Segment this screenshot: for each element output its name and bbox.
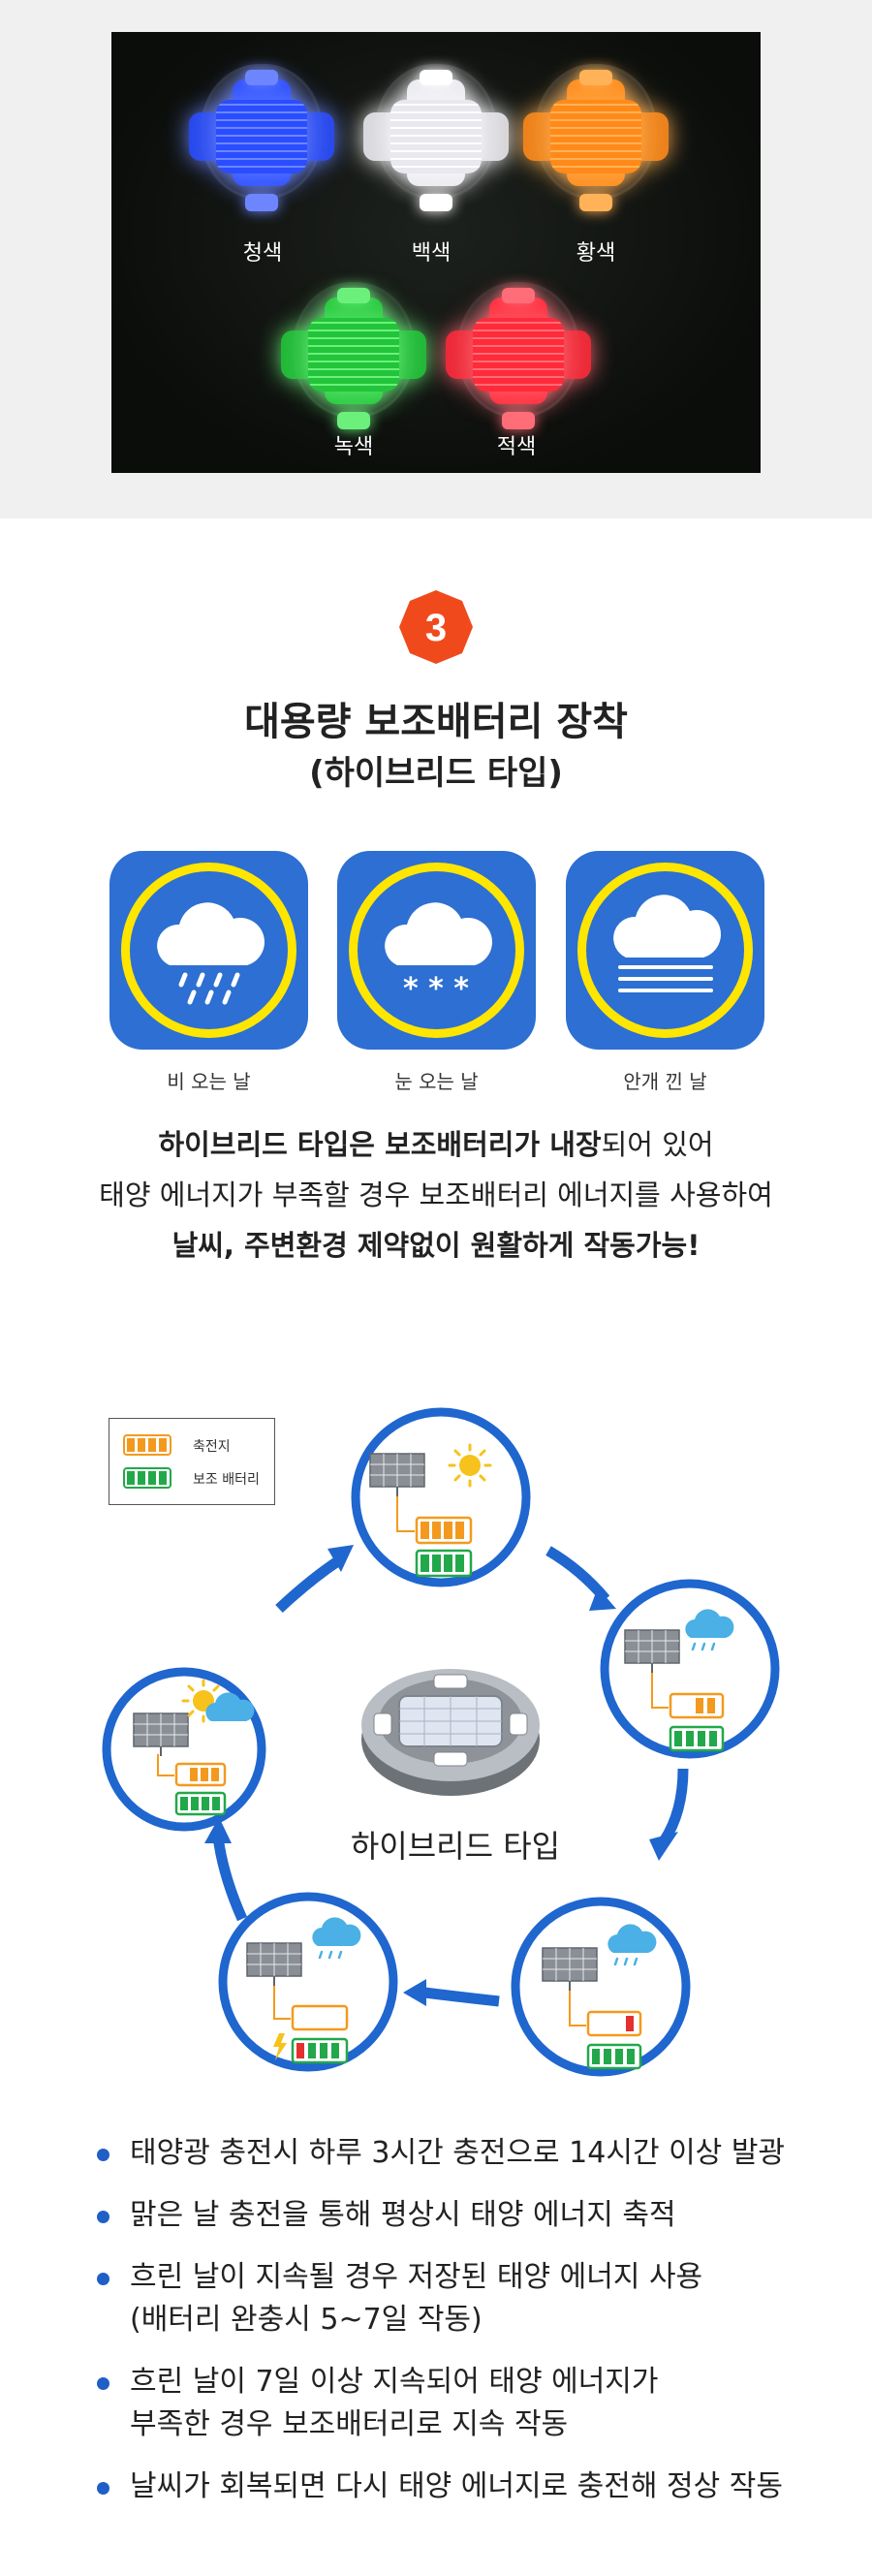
lamp-blue — [189, 56, 334, 216]
hybrid-product-image — [361, 1669, 540, 1796]
hybrid-type-label: 하이브리드 타입 — [350, 1828, 561, 1865]
bullet-dot — [97, 2211, 109, 2223]
cycle-state-sunny — [351, 1407, 531, 1587]
rain-cloud-icon — [109, 851, 308, 1050]
description-line-1: 하이브리드 타입은 보조배터리가 내장되어 있어 — [0, 1122, 872, 1163]
description-line-2: 태양 에너지가 부족할 경우 보조배터리 에너지를 사용하여 — [99, 1178, 773, 1211]
lamp-red — [446, 274, 591, 434]
diagram-legend: 축전지 보조 배터리 — [109, 1418, 275, 1505]
bullet-dot — [97, 2482, 109, 2495]
lamp-label-green: 녹색 — [333, 434, 374, 458]
section-number-badge: 3 — [399, 590, 473, 664]
legend-aux-battery-label: 보조 배터리 — [193, 1472, 260, 1488]
lamp-yellow — [523, 56, 669, 216]
legend-main-battery: 축전지 — [123, 1434, 268, 1456]
legend-main-battery-label: 축전지 — [193, 1439, 231, 1455]
lamp-label-white: 백색 — [411, 240, 452, 265]
cycle-state-partly-cloudy — [102, 1667, 266, 1832]
bullet-dot — [97, 2377, 109, 2390]
section-title: 대용량 보조배터리 장착 — [244, 700, 628, 744]
product-photo-section: 청색 백색 황색 녹색 적색 — [0, 0, 872, 518]
description-line-3: 날씨, 주변환경 제약없이 원활하게 작동가능! — [171, 1229, 701, 1262]
lamp-green — [281, 274, 426, 434]
section-subtitle: (하이브리드 타입) — [309, 754, 563, 793]
hybrid-cycle-diagram — [102, 1407, 780, 2077]
lamp-label-red: 적색 — [496, 434, 537, 458]
lamp-label-blue: 청색 — [242, 240, 283, 265]
weather-label-fog: 안개 낀 날 — [623, 1070, 707, 1093]
weather-label-snow: 눈 오는 날 — [394, 1070, 479, 1093]
cycle-state-cloudy — [600, 1579, 780, 1759]
bullet-dot — [97, 2149, 109, 2161]
weather-label-rain: 비 오는 날 — [167, 1070, 251, 1093]
lamp-label-yellow: 황색 — [576, 240, 616, 265]
section-number: 3 — [425, 607, 447, 649]
cycle-state-aux-battery — [218, 1892, 398, 2072]
cycle-state-rain-low — [511, 1897, 691, 2077]
snow-cloud-icon: * * * — [337, 851, 536, 1050]
svg-text:* * *: * * * — [403, 972, 469, 1006]
fog-icon — [566, 851, 764, 1050]
legend-aux-battery: 보조 배터리 — [123, 1467, 268, 1489]
description-line-1-rest: 되어 있어 — [601, 1128, 714, 1161]
description-line-1-bold: 하이브리드 타입은 보조배터리가 내장 — [158, 1128, 602, 1161]
bullet-dot — [97, 2273, 109, 2285]
product-photo: 청색 백색 황색 녹색 적색 — [111, 32, 761, 473]
lamp-white — [363, 56, 509, 216]
